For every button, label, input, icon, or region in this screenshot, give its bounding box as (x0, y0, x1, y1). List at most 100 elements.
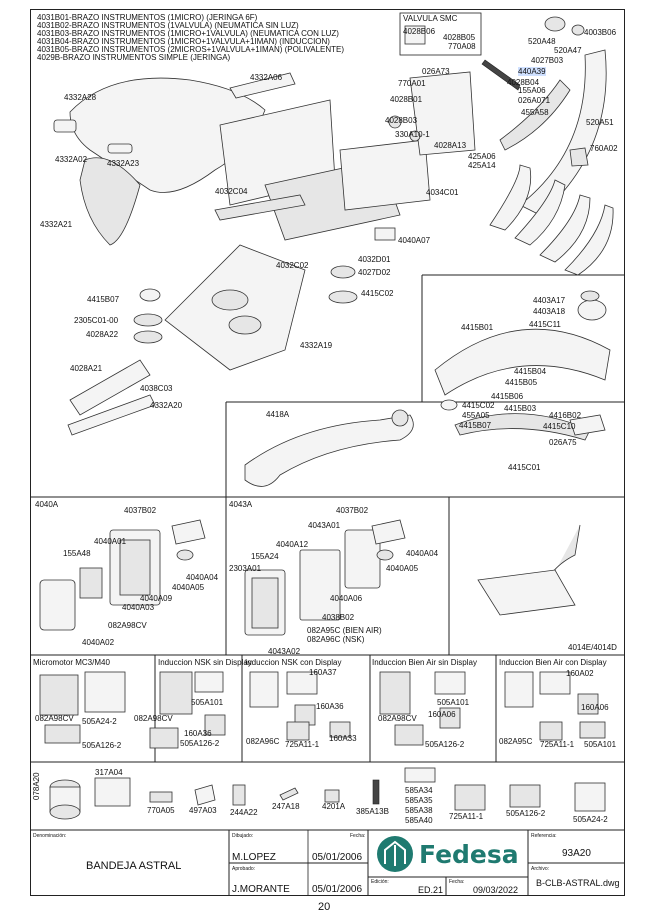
part-label: 725A11-1 (285, 740, 320, 749)
part-label: 4027B03 (531, 56, 564, 65)
part-label: 4415B01 (461, 323, 494, 332)
part-label: 026A071 (518, 96, 551, 105)
part-label: 455A05 (462, 411, 490, 420)
part-label: 4040A09 (140, 594, 173, 603)
part-label: 505A126-2 (180, 739, 220, 748)
part-label: 760A02 (590, 144, 618, 153)
part-label: 078A20 (32, 772, 41, 800)
part-label: 4415C10 (543, 422, 576, 431)
part-label: 4332A21 (40, 220, 73, 229)
part-label: 4043A01 (308, 521, 341, 530)
part-label: 4415B05 (505, 378, 538, 387)
part-label: 082A98CV (35, 714, 74, 723)
part-label: 505A101 (437, 698, 470, 707)
part-label: 082A96C (246, 737, 280, 746)
part-label: 160A02 (566, 669, 594, 678)
fecha-edicion: 09/03/2022 (473, 885, 519, 895)
part-label: 4415C02 (361, 289, 394, 298)
module-title: Induccion NSK con Display (245, 658, 342, 667)
fecha-aprobado: 05/01/2006 (312, 884, 363, 895)
part-label: 082A95C (499, 737, 533, 746)
aprobado-label: Aprobado: (232, 866, 256, 872)
part-label: 160A06 (581, 703, 609, 712)
part-label: 082A98CV (108, 621, 147, 630)
part-label: 505A126-2 (82, 741, 122, 750)
part-label: 4201A (322, 802, 346, 811)
part-label: 026A73 (422, 67, 450, 76)
part-label: 160A36 (316, 702, 344, 711)
part-label: 4040A01 (94, 537, 127, 546)
part-label: 4037B02 (336, 506, 369, 515)
header-line: 4029B-BRAZO INSTRUMENTOS SIMPLE (JERINGA… (37, 53, 231, 62)
edicion-value: ED.21 (418, 885, 444, 895)
part-label: 244A22 (230, 808, 258, 817)
part-label: 2305C01-00 (74, 316, 119, 325)
fedesa-logo-icon (377, 836, 413, 872)
part-label: 4028A21 (70, 364, 103, 373)
part-label: 155A48 (63, 549, 91, 558)
part-label: 585A34 (405, 786, 433, 795)
header-line: 4031B04-BRAZO INSTRUMENTOS (1MICRO+1VALV… (37, 37, 330, 46)
header-line: 4031B03-BRAZO INSTRUMENTOS (1MICRO+1VALV… (37, 29, 339, 38)
part-label: 455A58 (521, 108, 549, 117)
part-label: 585A35 (405, 796, 433, 805)
part-label: 4028B04 (507, 78, 540, 87)
part-label: 4040A05 (386, 564, 419, 573)
part-label: 4415B04 (514, 367, 547, 376)
section-title: 4040A (35, 500, 59, 509)
part-label: 4415C01 (508, 463, 541, 472)
part-label: 4040A03 (122, 603, 155, 612)
part-label: 247A18 (272, 802, 300, 811)
part-label: 4028A13 (434, 141, 467, 150)
part-label: 4415B07 (459, 421, 492, 430)
part-label: 4332A02 (55, 155, 88, 164)
part-label: 082A98CV (378, 714, 417, 723)
header-line: 4031B02-BRAZO INSTRUMENTOS (1VALVULA) (N… (37, 21, 299, 30)
part-label: 155A24 (251, 552, 279, 561)
module-title: Induccion Bien Air con Display (499, 658, 607, 667)
archivo-label: Archivo: (531, 866, 550, 872)
brand-logo: Fedesa (419, 840, 519, 869)
part-label: 4040A02 (82, 638, 115, 647)
part-label: 4028A22 (86, 330, 119, 339)
aprobado-value: J.MORANTE (232, 884, 290, 895)
part-label: 4415B07 (87, 295, 120, 304)
part-label: 4418A (266, 410, 290, 419)
part-label: 4040A06 (330, 594, 363, 603)
part-label: 4043A02 (268, 647, 301, 656)
part-label: 425A06 (468, 152, 496, 161)
part-label: 4332A06 (250, 73, 283, 82)
part-label: 520A48 (528, 37, 556, 46)
part-label: 4028B01 (390, 95, 423, 104)
part-label: 160A33 (329, 734, 357, 743)
part-label: 4037B02 (124, 506, 157, 515)
part-label: 082A98CV (134, 714, 173, 723)
part-label: 4040A07 (398, 236, 431, 245)
part-label: 4415B03 (504, 404, 537, 413)
drawing-sheet (30, 9, 625, 896)
part-label: 4415B06 (491, 392, 524, 401)
denominacion-label: Denominación: (33, 833, 67, 839)
part-label: 082A95C (BIEN AIR) (307, 626, 382, 635)
part-label: 4332A23 (107, 159, 140, 168)
part-label: 4028B06 (403, 27, 436, 36)
part-label: 385A13B (356, 807, 389, 816)
part-label: 585A38 (405, 806, 433, 815)
part-label: 4416B02 (549, 411, 582, 420)
part-label: 160A36 (184, 729, 212, 738)
part-label: 4027D02 (358, 268, 391, 277)
part-label: 497A03 (189, 806, 217, 815)
part-label: 505A24-2 (82, 717, 117, 726)
part-label: 4332A20 (150, 401, 183, 410)
header-line: 4031B01-BRAZO INSTRUMENTOS (1MICRO) (JER… (37, 13, 258, 22)
part-label: 4032C04 (215, 187, 248, 196)
fecha-edicion-label: Fecha: (449, 879, 465, 885)
part-label: 317A04 (95, 768, 123, 777)
part-label: 770A08 (448, 42, 476, 51)
part-label: 505A126-2 (425, 740, 465, 749)
part-label: 4028B03 (385, 116, 418, 125)
module-title: Induccion Bien Air sin Display (372, 658, 477, 667)
valve-box-title: VALVULA SMC (403, 14, 458, 23)
module-title: Induccion NSK sin Display (158, 658, 252, 667)
part-label: 770A01 (398, 79, 426, 88)
